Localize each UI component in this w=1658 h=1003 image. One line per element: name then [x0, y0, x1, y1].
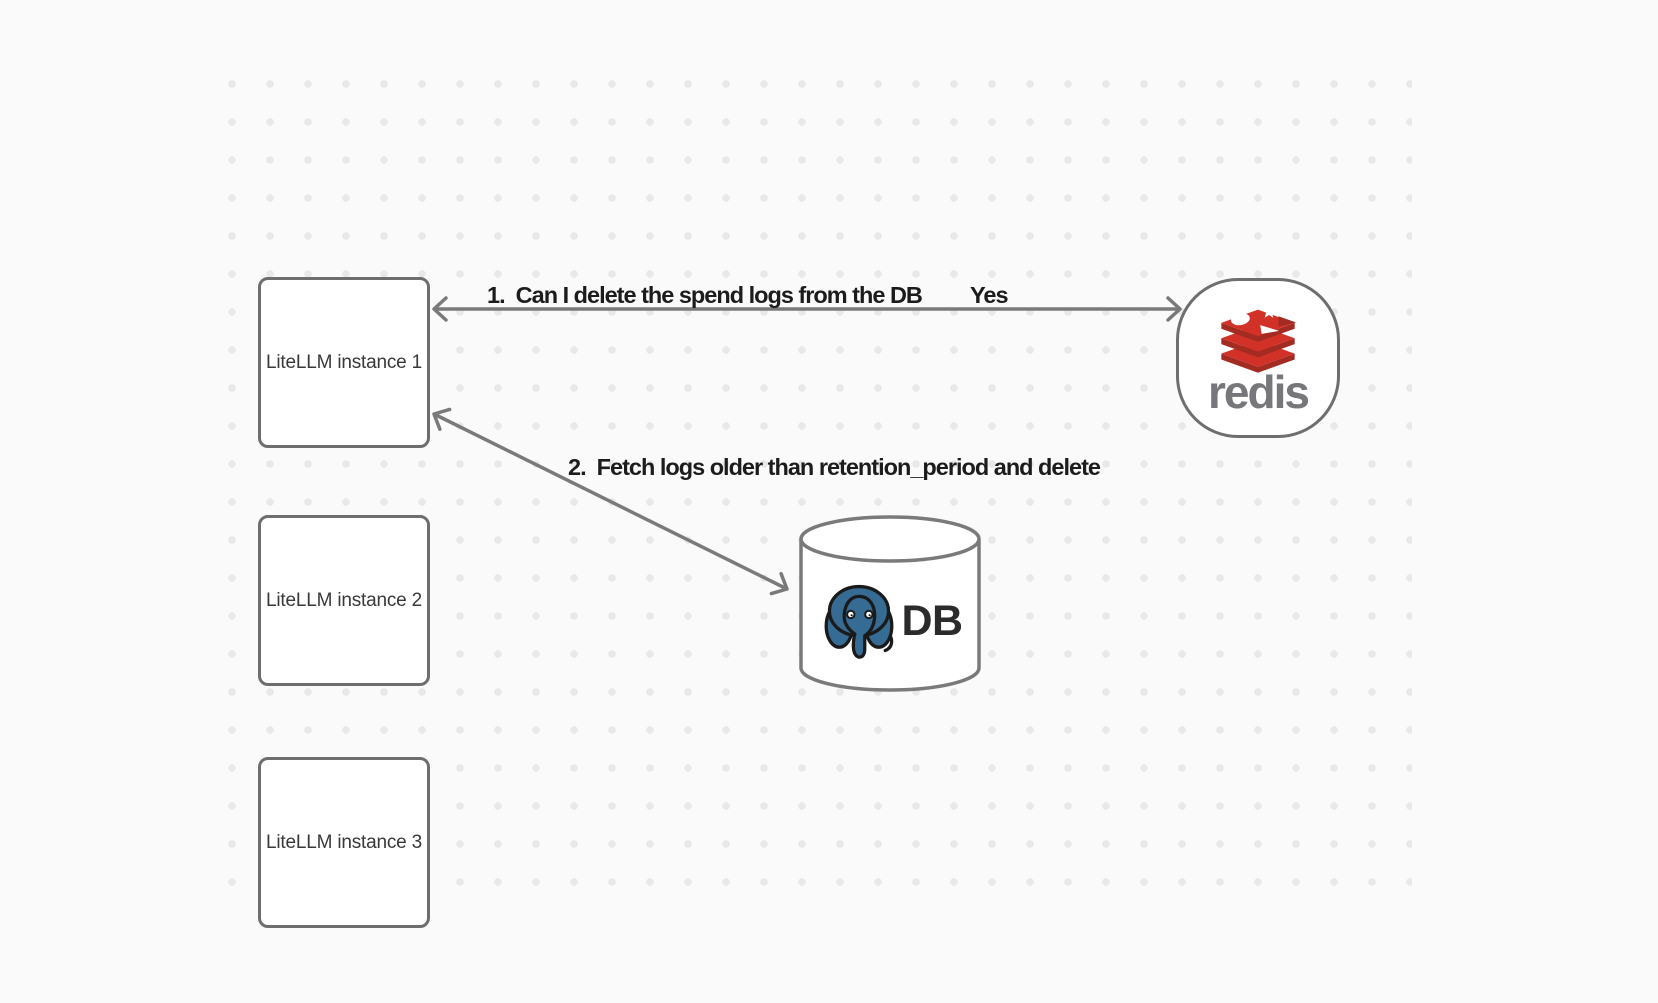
node-db[interactable]: DB	[795, 512, 985, 697]
redis-wordmark: redis	[1208, 365, 1310, 418]
edge-label-yes[interactable]: Yes	[970, 282, 1009, 308]
node-label: LiteLLM instance 2	[266, 589, 422, 611]
redis-logo-icon	[1221, 304, 1297, 373]
node-litellm-instance-3[interactable]: LiteLLM instance 3	[258, 757, 430, 928]
node-label: LiteLLM instance 3	[266, 831, 422, 853]
node-redis[interactable]: redis	[1176, 278, 1340, 438]
edge-label-fetch-logs[interactable]: 2. Fetch logs older than retention_perio…	[568, 454, 1101, 480]
node-litellm-instance-1[interactable]: LiteLLM instance 1	[258, 277, 430, 448]
node-label: LiteLLM instance 1	[266, 351, 422, 373]
db-label: DB	[901, 596, 963, 645]
node-litellm-instance-2[interactable]: LiteLLM instance 2	[258, 515, 430, 686]
edge-instance1-db[interactable]	[432, 407, 789, 596]
postgresql-elephant-icon	[824, 584, 894, 659]
edge-label-delete-spend-logs[interactable]: 1. Can I delete the spend logs from the …	[487, 282, 923, 308]
dot-grid-background	[213, 65, 1412, 891]
